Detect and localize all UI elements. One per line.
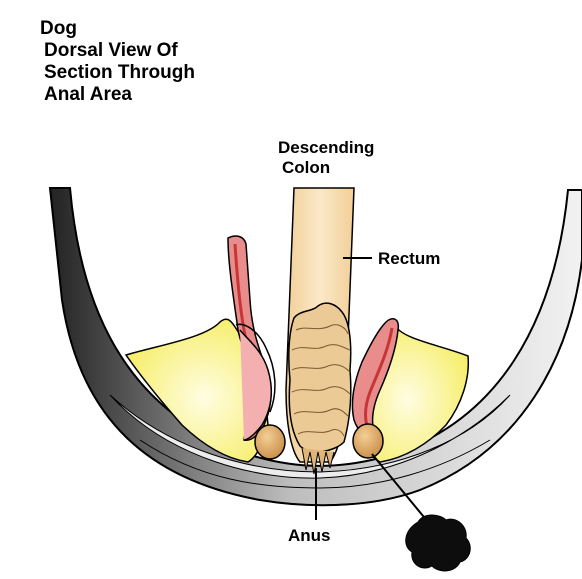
title-line-1: Dog (40, 18, 77, 39)
anal-sac-duct-line (371, 453, 429, 523)
secretion-blob (405, 514, 471, 572)
right-anal-sac (352, 423, 384, 459)
rectum-label: Rectum (378, 249, 441, 268)
title-line-2: Dorsal View Of (44, 40, 178, 61)
left-anal-sac (254, 424, 286, 460)
descending-label-line-2: Colon (282, 158, 331, 177)
anus-label: Anus (288, 526, 331, 545)
descending-label-line-1: Descending (278, 138, 375, 157)
title-line-3: Section Through (44, 62, 195, 83)
fecal-mass (288, 302, 352, 475)
title-line-4: Anal Area (44, 84, 132, 105)
